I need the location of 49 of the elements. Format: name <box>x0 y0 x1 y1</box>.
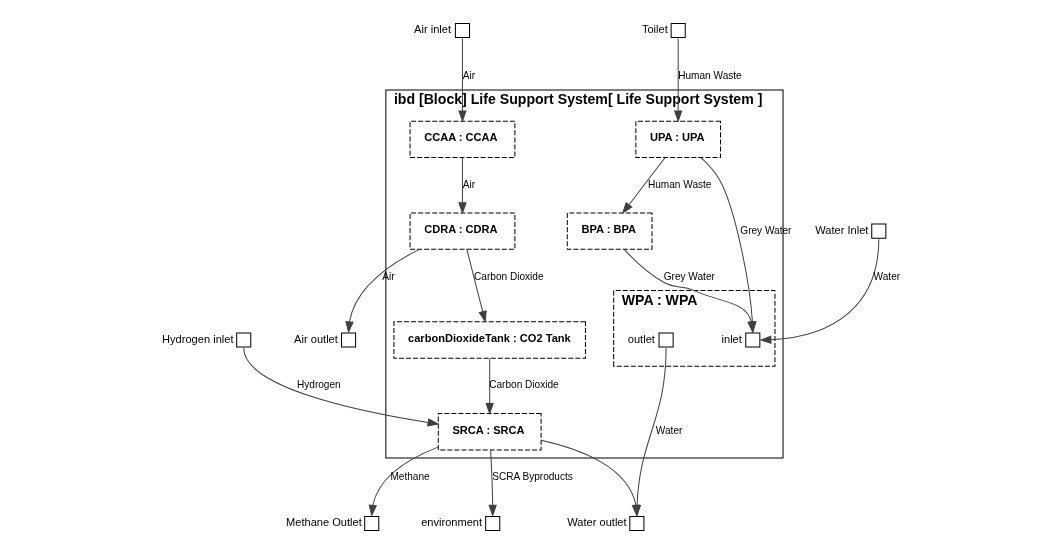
arrow <box>457 157 467 215</box>
node-box: CCAA : CCAA <box>409 120 515 159</box>
arrow <box>242 347 440 427</box>
edge-label: Air <box>462 178 475 190</box>
arrow <box>344 248 420 334</box>
arrow <box>758 238 879 344</box>
node-box <box>870 223 886 239</box>
node-box <box>454 22 470 39</box>
node-box <box>658 332 674 348</box>
node-box <box>744 332 760 348</box>
node-box: BPA : BPA <box>566 212 652 250</box>
node-box: CDRA : CDRA <box>409 212 515 250</box>
edge-label: Human Waste <box>647 178 711 190</box>
arrow <box>368 446 438 517</box>
edge-label: Hydrogen <box>296 379 341 391</box>
node-box <box>235 332 251 348</box>
arrow <box>484 357 494 415</box>
edge-label: SCRA Byproducts <box>491 471 573 483</box>
node-label: Water outlet <box>566 516 627 529</box>
edge-label: Grey Water <box>739 224 791 236</box>
arrow <box>465 248 487 323</box>
node-label: environment <box>420 516 482 529</box>
edge-label: Water <box>873 270 900 282</box>
node-label: Water Inlet <box>814 223 868 236</box>
arrow <box>673 38 682 123</box>
node-box <box>628 515 644 532</box>
node-label: outlet <box>627 332 655 345</box>
node-label: Air inlet <box>413 23 451 36</box>
node-label: Air outlet <box>293 332 338 345</box>
node-label: Hydrogen inlet <box>161 332 233 345</box>
edge-label: Grey Water <box>663 270 715 282</box>
node-label: Methane Outlet <box>285 516 362 529</box>
edge-label: Air <box>462 69 475 81</box>
edge-label: Human Waste <box>677 69 742 81</box>
node-box: carbonDioxideTank : CO2 Tank <box>392 321 586 359</box>
arrow <box>621 157 665 215</box>
node-label: Toilet <box>641 23 668 36</box>
arrow <box>457 38 467 123</box>
edge-label: Carbon Dioxide <box>473 270 544 282</box>
node-box: UPA : UPA <box>634 120 721 159</box>
edge-label: Methane <box>389 471 430 483</box>
node-label: inlet <box>721 332 742 345</box>
arrow <box>487 449 497 517</box>
node-box <box>484 515 500 532</box>
node-box: SRCA : SRCA <box>437 413 542 451</box>
node-box <box>340 332 356 348</box>
node-box <box>670 22 686 39</box>
edge-label: Water <box>655 425 682 437</box>
node-box <box>363 515 379 532</box>
